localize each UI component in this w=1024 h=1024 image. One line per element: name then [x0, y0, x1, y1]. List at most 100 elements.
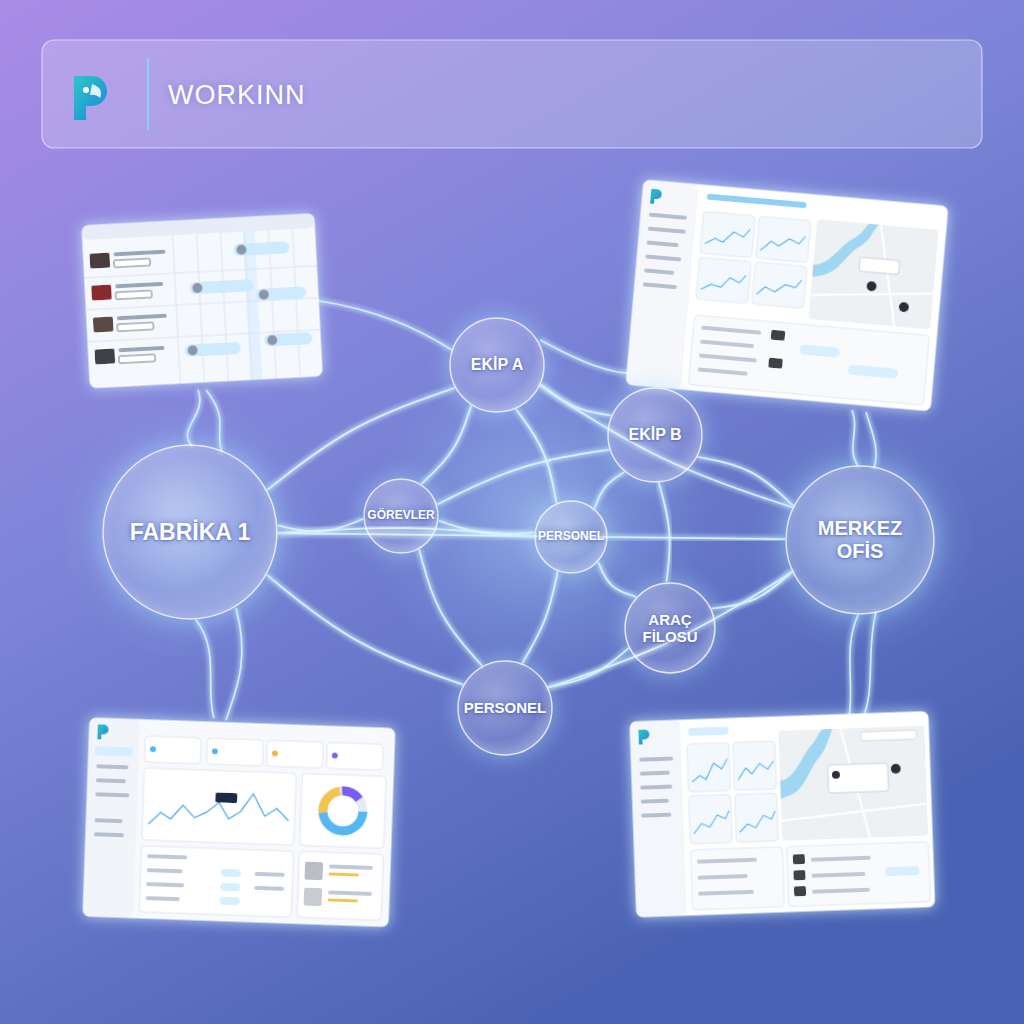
decor-g: [778, 726, 928, 841]
decor-rect: [828, 763, 889, 793]
decor-g: [687, 741, 778, 844]
label-column: MERKEZ OFİS: [805, 517, 915, 563]
decor-rect: [691, 847, 785, 910]
decor-rect: [119, 354, 155, 363]
title-slot: WORKINN: [168, 80, 306, 111]
decor-g: [220, 869, 241, 906]
decor-g: [179, 240, 313, 357]
decor-rect: [697, 858, 757, 864]
decor-rect: [297, 851, 383, 920]
decor-rect: [752, 262, 807, 308]
page-title: WORKINN: [168, 80, 306, 110]
decor-circle: [891, 764, 901, 774]
decor-g: [701, 226, 806, 298]
glow-connector: [278, 519, 363, 532]
decor-circle: [187, 345, 198, 356]
decor-rect: [220, 883, 240, 892]
node-bubble: EKİP B: [607, 387, 703, 483]
decor-rect: [687, 743, 731, 792]
decor-g: [639, 757, 675, 818]
node-label: FABRİKA 1: [115, 519, 265, 545]
decor-rect: [793, 870, 805, 880]
node-label: PERSONEL: [535, 530, 607, 544]
decor-rect: [139, 846, 293, 917]
node-label: GÖREVLER: [364, 509, 438, 523]
decor-rect: [256, 286, 307, 301]
decor-rect: [96, 764, 128, 769]
decor-rect: [117, 322, 153, 331]
decor-circle: [267, 335, 278, 346]
decor-rect: [639, 757, 673, 762]
glow-connector: [548, 572, 792, 687]
decor-path: [90, 84, 101, 98]
glow-connector: [437, 450, 609, 505]
bubble-circle: [103, 445, 277, 619]
decor-rect: [95, 792, 129, 797]
decor-g: [793, 854, 806, 896]
decor-g: [328, 864, 373, 896]
glow-connector: [439, 521, 535, 535]
decor-polyline: [701, 271, 746, 293]
bubble-circle: [608, 388, 702, 482]
decor-path: [812, 219, 879, 282]
decor-rect: [89, 253, 110, 269]
decor-polyline: [756, 276, 801, 298]
node-label: ARAÇ FİLOSU: [634, 611, 706, 646]
decor-path: [862, 612, 876, 720]
node-bubble: MERKEZ OFİS: [785, 465, 935, 615]
decor-path: [196, 620, 214, 718]
decor-rect: [118, 346, 164, 352]
decor-rect: [94, 348, 115, 364]
glow-connector: [712, 572, 792, 609]
decor-rect: [646, 240, 678, 247]
decor-circle: [866, 281, 877, 292]
node-label: EKİP B: [614, 426, 696, 444]
decor-rect: [698, 890, 754, 896]
decor-circle: [332, 752, 338, 758]
decor-rect: [206, 738, 263, 766]
decor-circle: [322, 790, 363, 831]
decor-rect: [700, 340, 754, 349]
decor-rect: [811, 856, 871, 862]
label-column: FABRİKA 1: [115, 519, 265, 545]
decor-rect: [42, 40, 982, 148]
decor-rect: [645, 254, 681, 261]
decor-rect: [221, 869, 241, 878]
node-bubble: ARAÇ FİLOSU: [624, 582, 716, 674]
decor-g: [94, 764, 130, 837]
node-label: EKİP A: [456, 356, 538, 374]
decor-rect: [626, 180, 699, 389]
decor-rect: [116, 290, 152, 299]
label-column: ARAÇ FİLOSU: [634, 611, 706, 646]
decor-g: [114, 258, 155, 363]
decor-rect: [82, 214, 314, 240]
decor-rect: [786, 842, 930, 907]
decor-rect: [94, 818, 122, 823]
decor-polyline: [739, 811, 776, 832]
decor-circle: [322, 790, 363, 831]
label-wrap: FABRİKA 1: [102, 444, 278, 620]
decor-path: [866, 412, 876, 468]
bubble-circle: [450, 318, 544, 412]
dashboard-screen: [626, 180, 948, 411]
node-bubble: FABRİKA 1: [102, 444, 278, 620]
decor-rect: [811, 872, 865, 878]
decor-rect: [266, 740, 323, 768]
decor-rect: [630, 720, 687, 917]
decor-line: [781, 804, 927, 821]
decor-polyline: [693, 811, 730, 834]
decor-path: [848, 615, 858, 722]
decor-path: [187, 390, 200, 446]
decor-path: [97, 724, 109, 739]
decor-rect: [184, 342, 241, 357]
label-wrap: PERSONEL: [457, 660, 553, 756]
decor-rect: [329, 872, 359, 876]
decor-g: [113, 250, 170, 353]
decor-rect: [142, 768, 296, 845]
glow-connector: [522, 572, 557, 664]
decor-path: [226, 608, 242, 720]
decor-rect: [630, 712, 935, 917]
decor-rect: [189, 279, 254, 294]
bubble-circle: [625, 583, 715, 673]
decor-rect: [643, 282, 677, 289]
